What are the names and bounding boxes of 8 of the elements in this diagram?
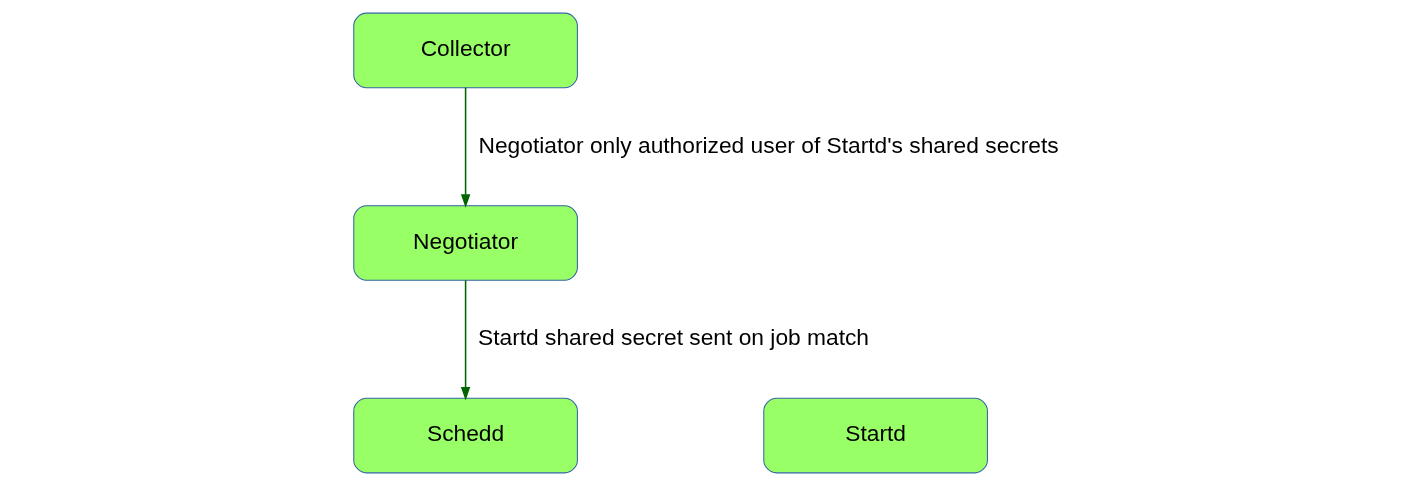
edge-label: Negotiator only authorized user of Startd's shared secrets [478,131,1059,158]
node-box: Collector [352,12,578,88]
node-box: Startd [762,397,988,473]
arrow [460,86,470,208]
node-box: Schedd [352,397,578,473]
node-box: Negotiator [352,204,578,281]
edge-label: Startd shared secret sent on job match [477,323,869,350]
arrow [460,279,470,400]
